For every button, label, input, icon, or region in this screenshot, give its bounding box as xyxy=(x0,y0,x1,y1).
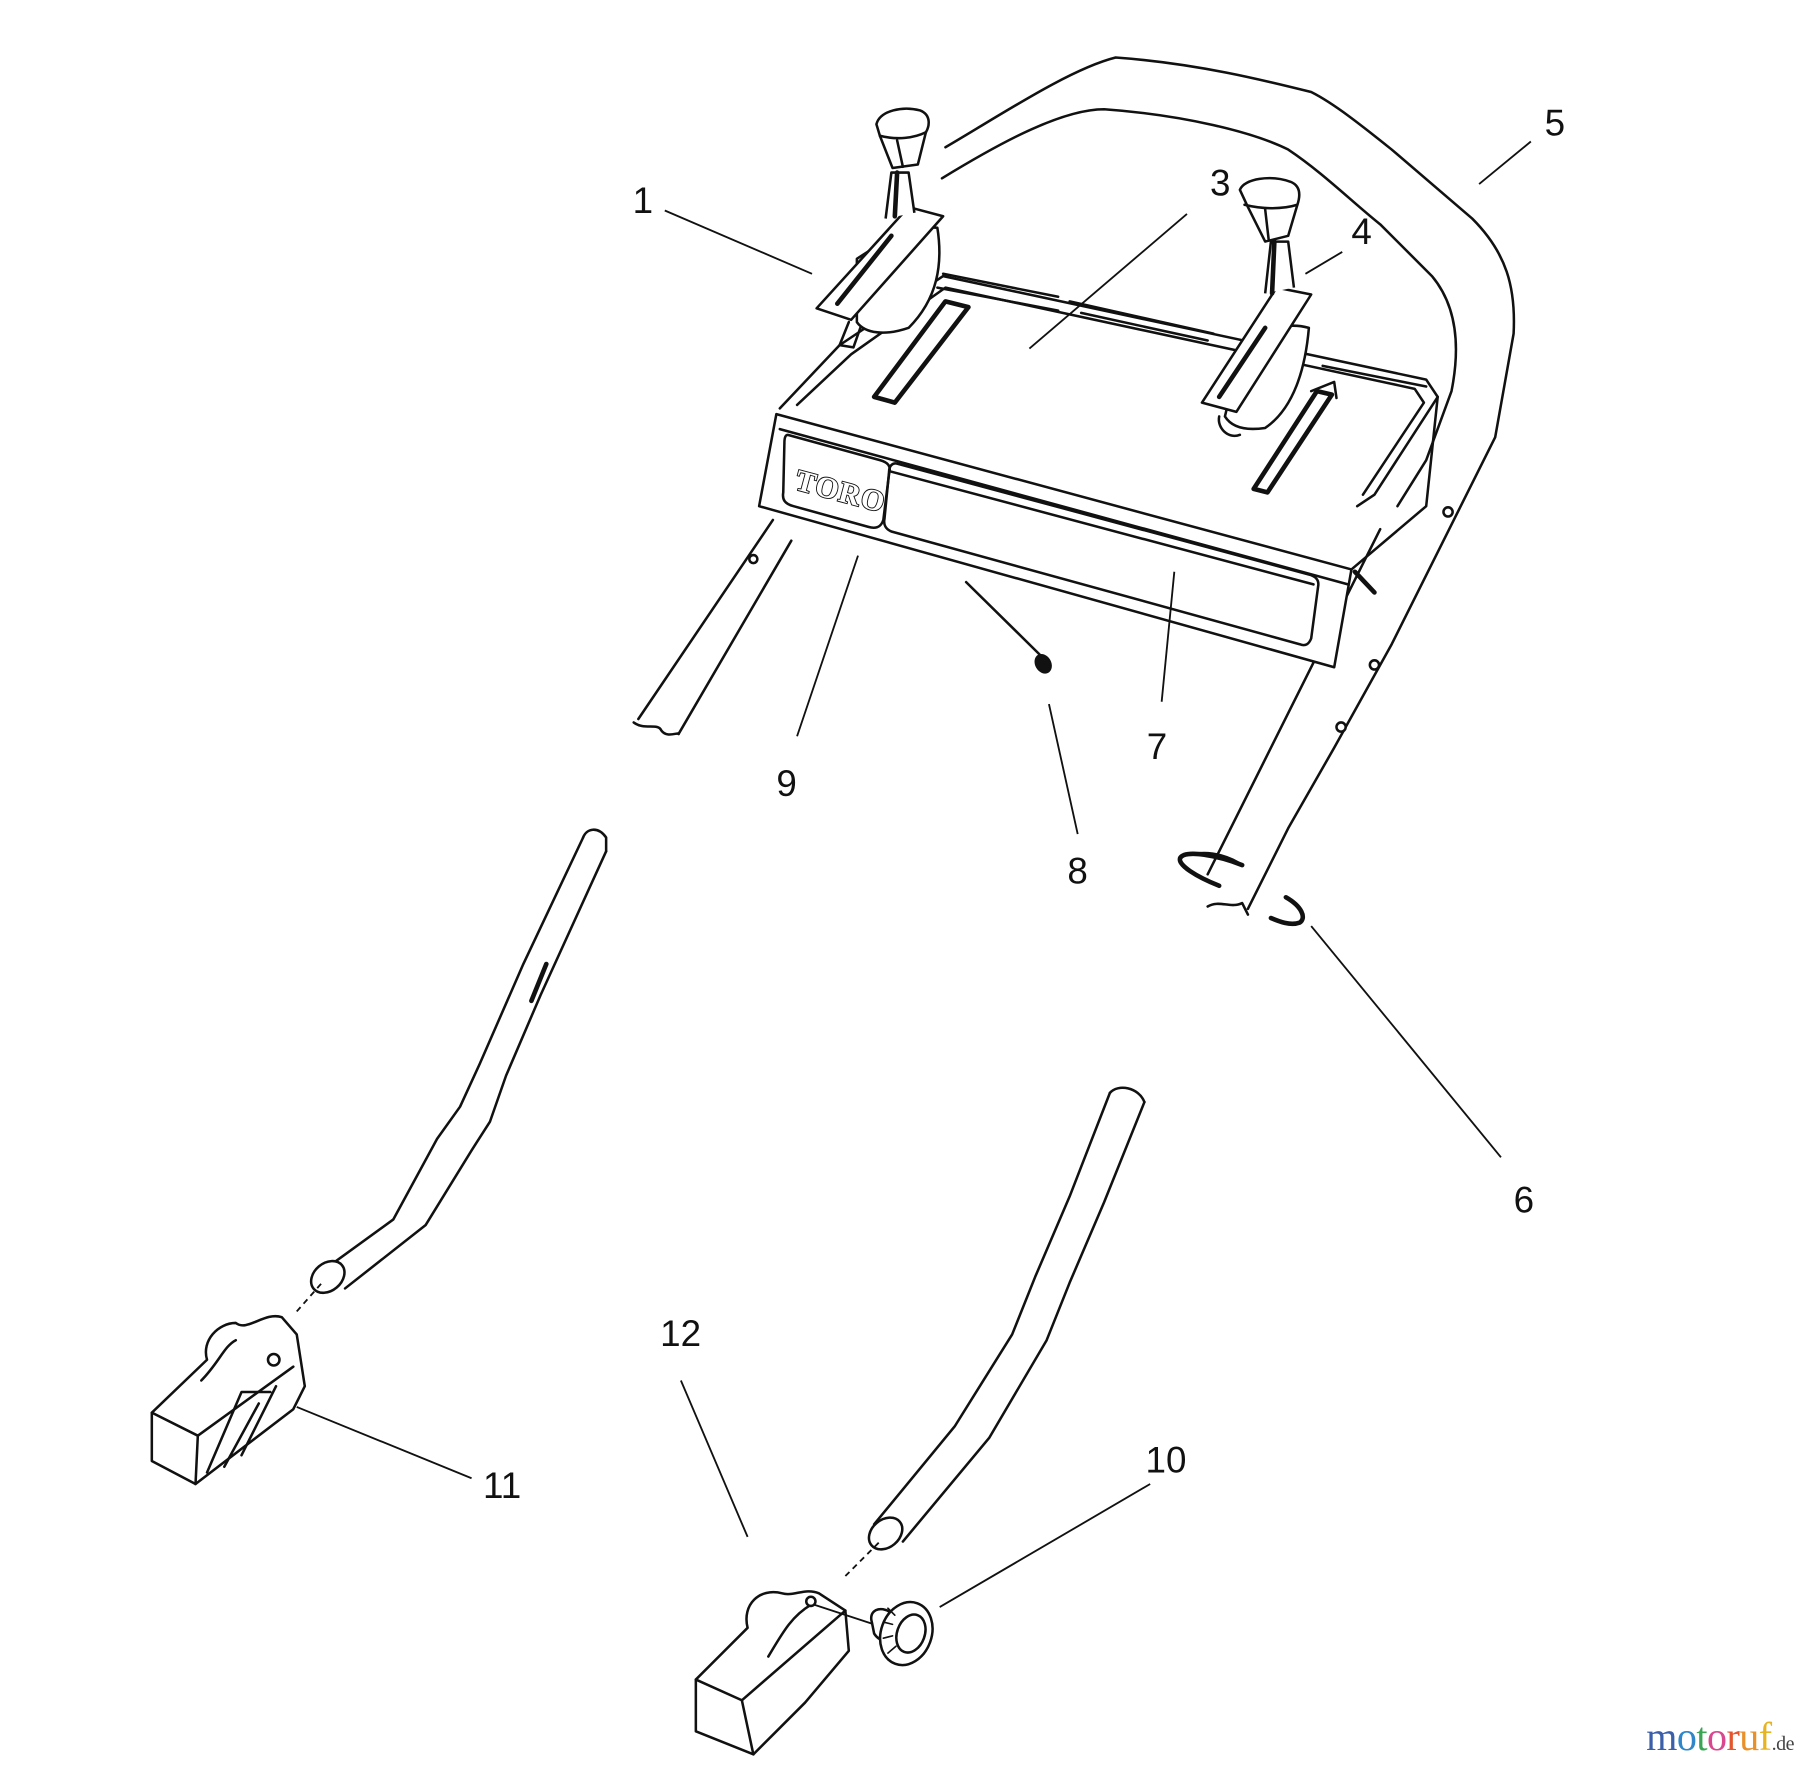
upper-handle xyxy=(940,56,1516,916)
leader-12 xyxy=(680,1380,749,1538)
watermark-letter: r xyxy=(1726,1714,1740,1759)
callout-5: 5 xyxy=(1545,103,1565,144)
leader-10 xyxy=(939,1483,1151,1608)
leader-4 xyxy=(1304,251,1343,275)
left-handle-bracket xyxy=(150,1282,323,1486)
callout-8: 8 xyxy=(1067,850,1087,891)
leader-3 xyxy=(1028,213,1188,350)
watermark-letter: o xyxy=(1676,1714,1697,1759)
callout-10: 10 xyxy=(1146,1439,1187,1480)
callout-4: 4 xyxy=(1351,211,1371,252)
left-control-lever xyxy=(815,107,945,349)
cable-clip xyxy=(1177,851,1305,927)
leader-6 xyxy=(1310,925,1502,1158)
callout-3: 3 xyxy=(1210,163,1230,204)
console-housing: TORO xyxy=(757,272,1439,669)
left-upper-tube xyxy=(632,518,793,736)
callout-12: 12 xyxy=(660,1313,701,1354)
watermark-letter: u xyxy=(1739,1714,1759,1759)
lower-right-tube xyxy=(867,1086,1146,1551)
motoruf-watermark: motoruf.de xyxy=(1646,1717,1794,1757)
watermark-letter: m xyxy=(1646,1714,1677,1759)
callout-1: 1 xyxy=(633,180,653,221)
leader-lines xyxy=(296,140,1532,1608)
watermark-letter: t xyxy=(1696,1714,1707,1759)
lower-left-tube xyxy=(309,828,608,1295)
callout-6: 6 xyxy=(1514,1180,1534,1221)
leader-11 xyxy=(296,1406,472,1480)
handle-knob xyxy=(869,1600,934,1667)
callout-7: 7 xyxy=(1147,726,1167,767)
leader-9 xyxy=(796,555,859,737)
leader-7 xyxy=(1160,571,1176,702)
leader-8 xyxy=(1048,703,1079,835)
watermark-letter: f xyxy=(1758,1714,1772,1759)
screw xyxy=(964,580,1052,674)
callout-11: 11 xyxy=(483,1465,521,1506)
leader-5 xyxy=(1478,140,1532,185)
watermark-tld: .de xyxy=(1771,1733,1795,1755)
leader-1 xyxy=(664,209,813,275)
callout-labels: 1 3 4 5 6 7 8 9 10 11 12 xyxy=(483,103,1565,1506)
right-handle-bracket xyxy=(694,1540,881,1756)
watermark-letter: o xyxy=(1706,1714,1727,1759)
callout-9: 9 xyxy=(776,763,796,804)
right-control-lever xyxy=(1200,176,1313,438)
